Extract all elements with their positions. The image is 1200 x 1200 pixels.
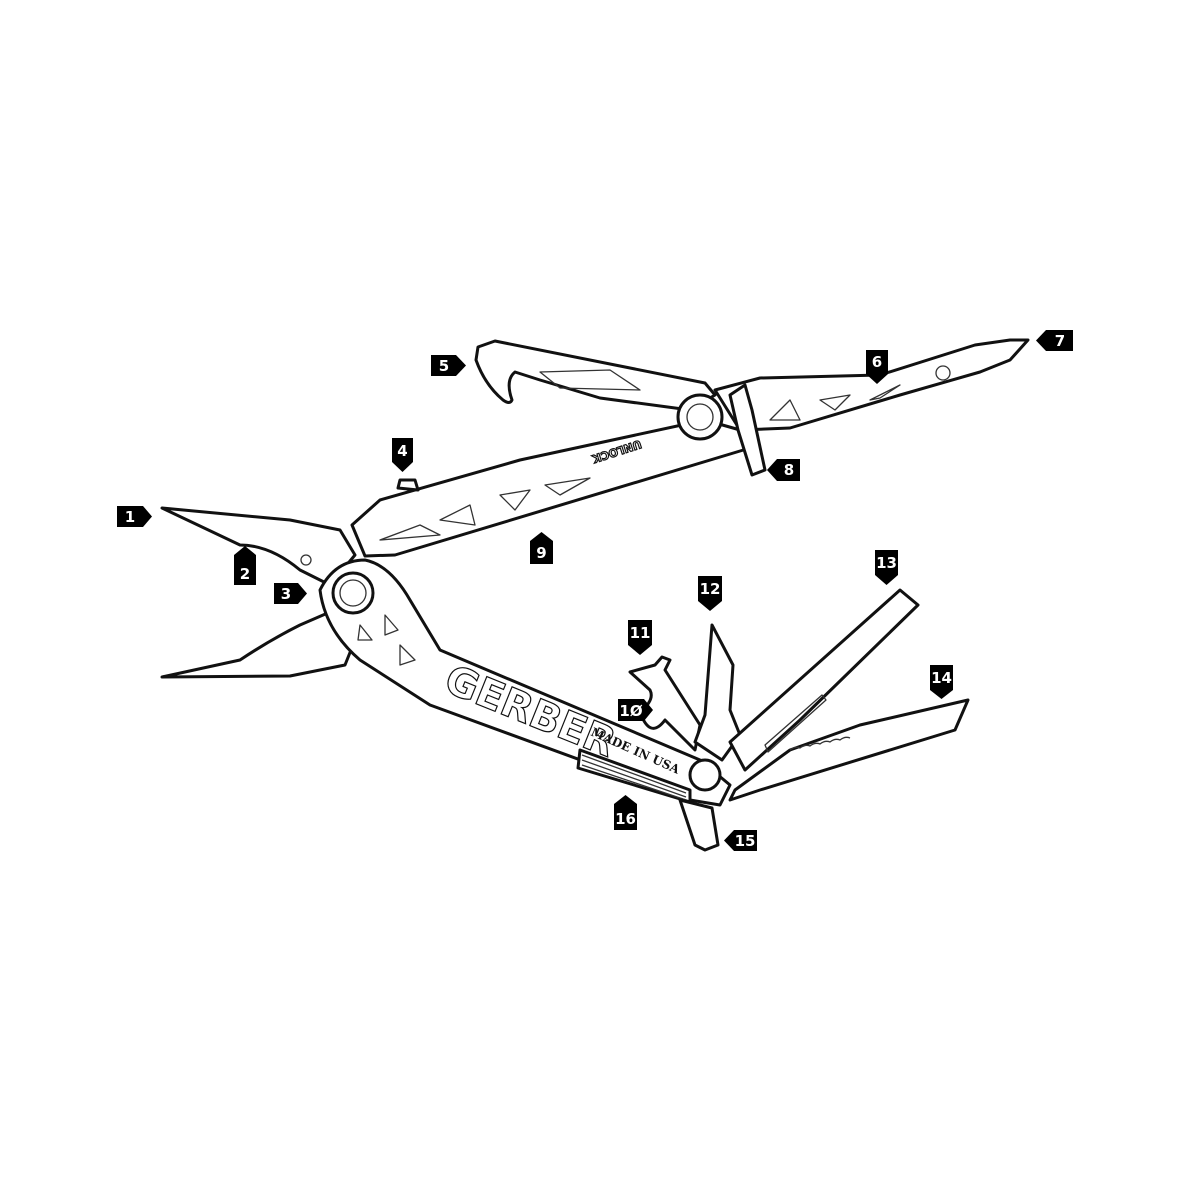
- svg-text:9: 9: [536, 544, 546, 562]
- callout-15: 15: [724, 830, 757, 851]
- callout-4: 4: [392, 438, 413, 472]
- callout-8: 8: [767, 459, 800, 481]
- callout-5: 5: [431, 355, 466, 376]
- svg-text:3: 3: [281, 585, 291, 603]
- callout-12: 12: [698, 576, 722, 611]
- svg-text:1: 1: [125, 508, 135, 526]
- seatbelt-cutter-blade: [474, 339, 717, 412]
- pliers-upper-jaw: [160, 506, 357, 587]
- svg-text:14: 14: [931, 669, 952, 687]
- bottle-opener: [628, 655, 702, 752]
- callout-9: 9: [530, 532, 553, 564]
- svg-text:6: 6: [872, 353, 882, 371]
- file-tool: [728, 383, 767, 477]
- callout-14: 14: [930, 665, 953, 699]
- callout-10: 1Ø: [618, 699, 653, 721]
- svg-text:5: 5: [439, 357, 449, 375]
- lock-slider: [396, 478, 420, 492]
- svg-text:2: 2: [240, 565, 250, 583]
- svg-text:11: 11: [630, 624, 651, 642]
- callout-13: 13: [875, 550, 898, 585]
- svg-text:16: 16: [615, 810, 636, 828]
- callout-1: 1: [117, 506, 152, 527]
- callout-11: 11: [628, 620, 652, 655]
- callout-16: 16: [614, 795, 637, 830]
- svg-text:8: 8: [784, 461, 794, 479]
- svg-text:12: 12: [700, 580, 721, 598]
- callout-6: 6: [866, 350, 888, 384]
- pry-tool: [678, 798, 720, 852]
- small-blade: [693, 623, 742, 762]
- serrated-blade: [728, 698, 970, 802]
- svg-text:1Ø: 1Ø: [619, 702, 642, 720]
- svg-text:4: 4: [397, 442, 407, 460]
- main-pivot: [331, 571, 375, 615]
- lower-handle: [318, 558, 732, 807]
- callout-2: 2: [234, 546, 256, 585]
- callout-7: 7: [1036, 330, 1073, 351]
- callout-3: 3: [274, 583, 307, 604]
- svg-text:7: 7: [1055, 332, 1065, 350]
- callouts: 1 2 3 4 5 6 7 8 9 1Ø 11 12 13 14 15 16: [117, 330, 1073, 851]
- pivot-lower: [688, 758, 722, 792]
- scissors-blade: [728, 588, 920, 772]
- svg-text:13: 13: [876, 554, 897, 572]
- pliers-lower-jaw: [160, 610, 357, 679]
- svg-text:15: 15: [735, 832, 756, 850]
- pivot-upper: [676, 393, 724, 441]
